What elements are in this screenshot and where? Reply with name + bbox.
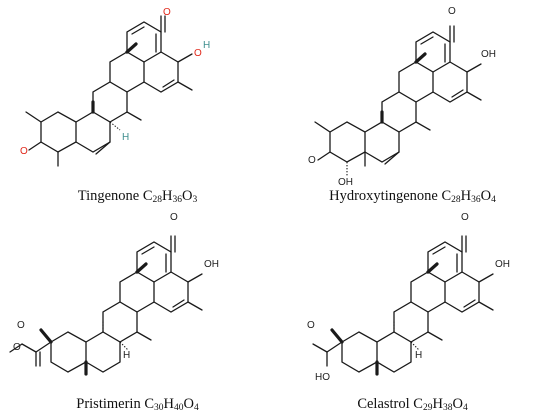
celastrol-hydrogen-label: H bbox=[415, 350, 422, 361]
celastrol-oxo-label: O bbox=[461, 212, 469, 223]
celastrol-caption: Celastrol C29H38O4 bbox=[275, 396, 550, 413]
tingenone-hydrogen-label: H bbox=[122, 132, 129, 143]
pristimerin-hydroxyl-label: OH bbox=[204, 259, 219, 270]
tingenone-ketone-label: O bbox=[20, 146, 28, 157]
pristimerin-ester-o2-label: O bbox=[13, 342, 21, 353]
tingenone-name: Tingenone bbox=[77, 188, 140, 204]
pristimerin-ester-o1-label: O bbox=[17, 320, 25, 331]
tingenone-hydroxyl-h-label: H bbox=[203, 40, 210, 51]
hydroxytingenone-name: Hydroxytingenone bbox=[329, 188, 438, 204]
hydroxytingenone-hydroxyl-label: OH bbox=[481, 49, 496, 60]
hydroxytingenone-skeleton: O OH O OH bbox=[308, 6, 496, 188]
pristimerin-skeleton: O OH O O H bbox=[9, 212, 219, 376]
structure-celastrol: O OH O HO H Celastrol C29H38O4 bbox=[275, 208, 550, 416]
structure-hydroxytingenone: O OH O OH Hydroxytingenone C28H36O4 bbox=[275, 0, 550, 208]
tingenone-skeleton: O O H O H bbox=[20, 7, 210, 167]
structure-pristimerin: O OH O O H Pristimerin C30H40O4 bbox=[0, 208, 275, 416]
pristimerin-name: Pristimerin bbox=[76, 396, 141, 412]
structure-tingenone: O O H O H Tingenone C28H36O3 bbox=[0, 0, 275, 208]
celastrol-acid-o-label: O bbox=[307, 320, 315, 331]
celastrol-acid-oh-label: HO bbox=[315, 372, 330, 383]
hydroxytingenone-caption: Hydroxytingenone C28H36O4 bbox=[275, 188, 550, 205]
hydroxytingenone-extra-oh-label: OH bbox=[338, 177, 353, 188]
tingenone-formula: C28H36O3 bbox=[142, 188, 198, 205]
pristimerin-formula: C30H40O4 bbox=[144, 396, 199, 413]
celastrol-hydroxyl-label: OH bbox=[495, 259, 510, 270]
pristimerin-hydrogen-label: H bbox=[123, 350, 130, 361]
hydroxytingenone-oxo-label: O bbox=[448, 6, 456, 17]
tingenone-caption: Tingenone C28H36O3 bbox=[0, 188, 275, 205]
hydroxytingenone-ketone-label: O bbox=[308, 155, 316, 166]
celastrol-name: Celastrol bbox=[357, 396, 410, 412]
tingenone-oxo-label: O bbox=[163, 7, 171, 18]
celastrol-formula: C29H38O4 bbox=[413, 396, 468, 413]
tingenone-hydroxyl-label: O bbox=[194, 48, 202, 59]
pristimerin-oxo-label: O bbox=[170, 212, 178, 223]
celastrol-skeleton: O OH O HO H bbox=[307, 212, 510, 383]
pristimerin-caption: Pristimerin C30H40O4 bbox=[0, 396, 275, 413]
hydroxytingenone-formula: C28H36O4 bbox=[441, 188, 496, 205]
